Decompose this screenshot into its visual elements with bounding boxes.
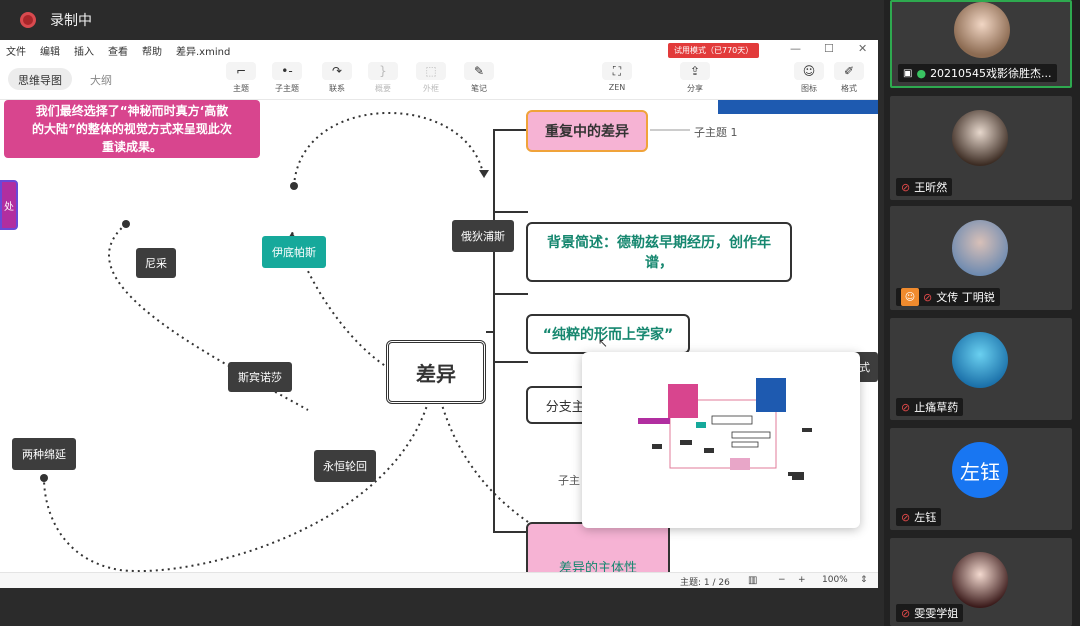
- mic-muted-icon: ⊘: [901, 606, 911, 620]
- trial-badge[interactable]: 试用模式（已770天）: [668, 43, 760, 58]
- node-eternal-return[interactable]: 永恒轮回: [314, 450, 376, 482]
- participant-tile[interactable]: ▣ ● 20210545戏影徐胜杰...: [890, 0, 1072, 88]
- blue-edge-box[interactable]: [718, 100, 878, 114]
- subtopic-button[interactable]: •- 子主题: [268, 62, 306, 94]
- topic-subjectivity[interactable]: 差异的主体性: [526, 522, 670, 572]
- relation-icon: ↷: [322, 62, 352, 80]
- status-bar: 主题: 1 / 26 ▥ − + 100% ⇕: [0, 572, 878, 588]
- share-button[interactable]: ⇪ 分享: [676, 62, 714, 94]
- zoom-level[interactable]: 100%: [822, 575, 848, 585]
- tab-outline[interactable]: 大纲: [90, 74, 112, 87]
- share-icon: ⇪: [680, 62, 710, 80]
- menu-view[interactable]: 查看: [108, 46, 128, 58]
- map-icon[interactable]: ▥: [748, 575, 758, 586]
- topic-background[interactable]: 背景简述：德勒兹早期经历，创作年谱，: [526, 222, 792, 282]
- summary-button[interactable]: } 概要: [364, 62, 402, 94]
- recording-bar: 录制中: [0, 0, 880, 40]
- node-oedipus-teal[interactable]: 伊底帕斯: [262, 236, 326, 268]
- mic-on-icon: ●: [916, 66, 927, 80]
- mic-muted-icon: ⊘: [901, 180, 911, 194]
- pink-summary-box[interactable]: 我们最终选择了“神秘而时真方‘高散 的大陆”的整体的视觉方式来呈现此次 重读成果…: [4, 100, 260, 158]
- toolbar: 思维导图 大纲 ⌐ 主题 •- 子主题 ↷ 联系 } 概要 ⬚ 外框 ✎ 笔记 …: [0, 60, 878, 100]
- boundary-button[interactable]: ⬚ 外框: [412, 62, 450, 94]
- mouse-cursor-icon: ↖: [598, 336, 609, 350]
- topic-repetition[interactable]: 重复中的差异: [526, 110, 648, 152]
- menu-bar: 文件 编辑 插入 查看 帮助 差异.xmind: [0, 40, 878, 60]
- zoom-out-button[interactable]: −: [778, 575, 786, 585]
- topic-count: 主题: 1 / 26: [680, 578, 730, 588]
- file-name: 差异.xmind: [176, 46, 231, 58]
- node-two-durations[interactable]: 两种绵延: [12, 438, 76, 470]
- participant-name: ⊘ 左钰: [896, 508, 942, 526]
- user-icon: ☺: [901, 288, 919, 306]
- topic-metaphysician[interactable]: “纯粹的形而上学家”: [526, 314, 690, 354]
- summary-icon: }: [368, 62, 398, 80]
- menu-edit[interactable]: 编辑: [40, 46, 60, 58]
- participants-panel: ▣ ● 20210545戏影徐胜杰... ⊘ 王昕然 ☺ ⊘ 文传 丁明锐 ⊘ …: [884, 0, 1080, 626]
- minimap[interactable]: [582, 352, 860, 528]
- brush-icon: ✐: [834, 62, 864, 80]
- central-topic[interactable]: 差异: [386, 340, 486, 404]
- close-icon[interactable]: ✕: [858, 42, 868, 55]
- node-oedipus-main[interactable]: 俄狄浦斯: [452, 220, 514, 252]
- icons-button[interactable]: ☺ 图标: [790, 62, 828, 94]
- participant-name: ⊘ 雯雯学姐: [896, 604, 964, 622]
- note-icon: ✎: [464, 62, 494, 80]
- avatar: [952, 332, 1008, 388]
- chevron-updown-icon[interactable]: ⇕: [860, 575, 868, 585]
- participant-tile[interactable]: ⊘ 止痛草药: [890, 318, 1072, 420]
- xmind-window: 文件 编辑 插入 查看 帮助 差异.xmind 试用模式（已770天） — ☐ …: [0, 40, 878, 588]
- participant-tile[interactable]: ☺ ⊘ 文传 丁明锐: [890, 206, 1072, 310]
- zen-icon: ⛶: [602, 62, 632, 80]
- participant-name: ☺ ⊘ 文传 丁明锐: [896, 288, 1000, 306]
- subtopic-icon: •-: [272, 62, 302, 80]
- tab-mindmap[interactable]: 思维导图: [8, 68, 72, 90]
- participant-tile[interactable]: ⊘ 王昕然: [890, 96, 1072, 200]
- record-icon[interactable]: [20, 12, 36, 28]
- avatar: [954, 2, 1010, 58]
- smiley-icon: ☺: [794, 62, 824, 80]
- participant-tile[interactable]: 左钰 ⊘ 左钰: [890, 428, 1072, 530]
- menu-file[interactable]: 文件: [6, 46, 26, 58]
- recording-label: 录制中: [50, 13, 92, 29]
- avatar: [952, 220, 1008, 276]
- maximize-icon[interactable]: ☐: [824, 42, 834, 55]
- mic-muted-icon: ⊘: [901, 400, 911, 414]
- subtopic-1[interactable]: 子主题 1: [694, 126, 738, 139]
- edge-node[interactable]: 处: [0, 180, 18, 230]
- mic-muted-icon: ⊘: [923, 290, 933, 304]
- mic-muted-icon: ⊘: [901, 510, 911, 524]
- subtopic-branch4[interactable]: 子主: [558, 474, 580, 487]
- zoom-in-button[interactable]: +: [798, 575, 806, 585]
- menu-help[interactable]: 帮助: [142, 46, 162, 58]
- format-button[interactable]: ✐ 格式: [830, 62, 868, 94]
- menu-insert[interactable]: 插入: [74, 46, 94, 58]
- screen-share-icon: ▣: [903, 67, 913, 79]
- mindmap-canvas[interactable]: 我们最终选择了“神秘而时真方‘高散 的大陆”的整体的视觉方式来呈现此次 重读成果…: [0, 100, 878, 572]
- topic-button[interactable]: ⌐ 主题: [222, 62, 260, 94]
- boundary-icon: ⬚: [416, 62, 446, 80]
- topic-icon: ⌐: [226, 62, 256, 80]
- avatar: 左钰: [952, 442, 1008, 498]
- participant-name: ⊘ 王昕然: [896, 178, 953, 196]
- participant-name: ⊘ 止痛草药: [896, 398, 964, 416]
- relation-button[interactable]: ↷ 联系: [318, 62, 356, 94]
- avatar: [952, 110, 1008, 166]
- minimize-icon[interactable]: —: [790, 42, 801, 55]
- avatar: [952, 552, 1008, 608]
- participant-name: ▣ ● 20210545戏影徐胜杰...: [898, 64, 1057, 82]
- node-nietzsche[interactable]: 尼采: [136, 248, 176, 278]
- participant-tile[interactable]: ⊘ 雯雯学姐: [890, 538, 1072, 626]
- note-button[interactable]: ✎ 笔记: [460, 62, 498, 94]
- node-spinoza[interactable]: 斯宾诺莎: [228, 362, 292, 392]
- minimap-preview: [638, 378, 812, 480]
- zen-button[interactable]: ⛶ ZEN: [598, 62, 636, 92]
